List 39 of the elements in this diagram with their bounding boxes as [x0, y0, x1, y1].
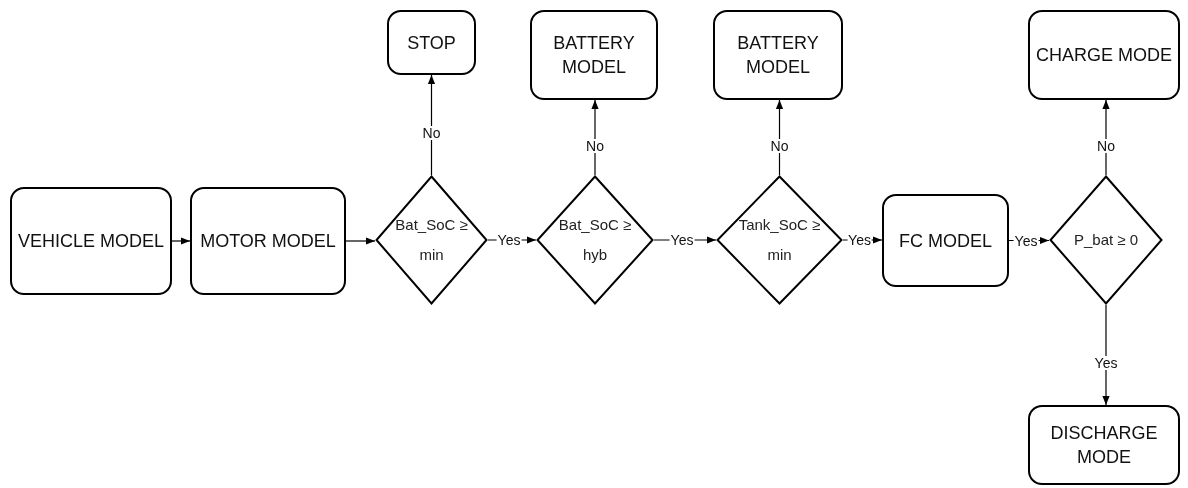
process-box	[882, 194, 1009, 287]
edge-label: Yes	[496, 233, 522, 247]
edge-label: No	[1096, 138, 1116, 153]
edge-label: Yes	[1013, 233, 1039, 248]
arrow	[1102, 99, 1110, 176]
process-box	[713, 10, 843, 100]
process-label: FC MODEL	[899, 229, 992, 253]
condition-text: Bat_SoC ≥ hyb	[557, 215, 633, 265]
edge-label: No	[421, 126, 442, 140]
edge-label: Yes	[669, 233, 695, 247]
process-label: STOP	[407, 31, 456, 55]
condition-text: Tank_SoC ≥ min	[737, 215, 822, 265]
process-box	[1028, 405, 1180, 485]
arrow	[427, 74, 436, 176]
arrow	[345, 237, 376, 245]
edge-label: No	[585, 138, 605, 153]
process-box	[387, 10, 476, 75]
edge-label: No	[769, 138, 790, 153]
decision-diamond	[536, 175, 654, 305]
process-label: CHARGE MODE	[1036, 44, 1172, 67]
condition-text: Bat_SoC ≥ min	[394, 215, 469, 265]
arrow	[1102, 304, 1110, 406]
edge-label: Yes	[847, 233, 872, 247]
process-label: DISCHARGE MODE	[1049, 422, 1159, 469]
decision-diamond	[716, 175, 843, 305]
decision-diamond	[375, 175, 488, 305]
process-label: VEHICLE MODEL	[17, 230, 164, 253]
process-label: BATTERY MODEL	[552, 32, 636, 79]
edge-label: Yes	[1093, 356, 1119, 370]
process-box	[10, 187, 172, 295]
process-box	[190, 187, 346, 295]
process-box	[1028, 10, 1180, 100]
arrow	[171, 237, 191, 245]
process-label: BATTERY MODEL	[736, 32, 820, 79]
process-box	[530, 10, 658, 100]
condition-text: P_bat ≥ 0	[1072, 230, 1140, 250]
decision-diamond	[1049, 175, 1163, 305]
arrow	[591, 99, 599, 176]
process-label: MOTOR MODEL	[200, 230, 336, 253]
